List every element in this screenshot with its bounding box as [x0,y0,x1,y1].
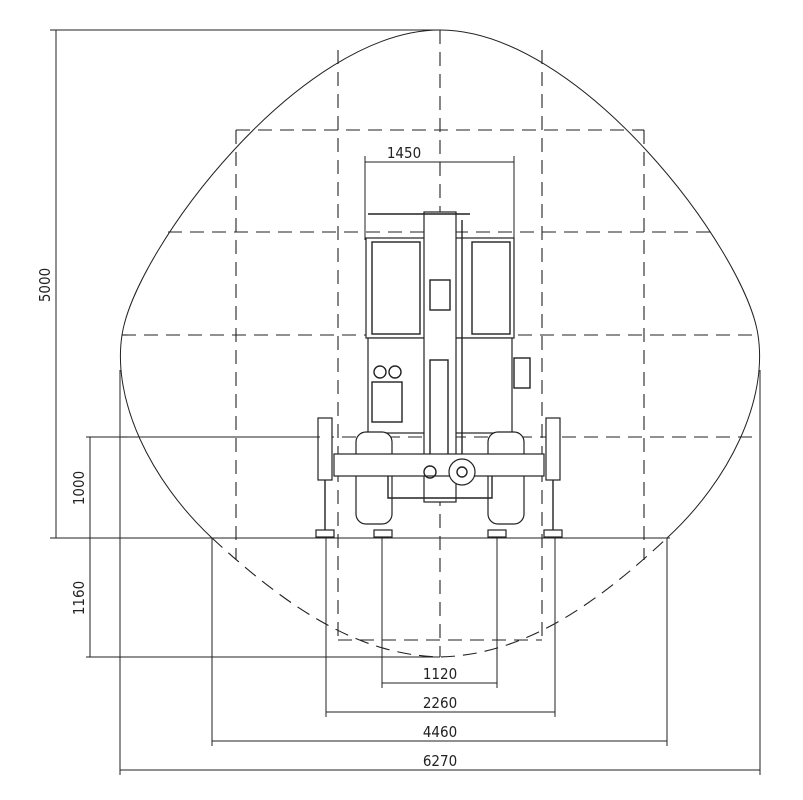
dim-label-1450: 1450 [387,144,421,162]
dim-mast-width: 1450 [364,144,515,240]
dim-below-ground: 1160 [70,538,440,658]
dim-4460: 4460 [211,538,668,746]
dim-label-1120: 1120 [423,665,457,683]
dim-total-height: 5000 [36,29,440,538]
dim-1120: 1120 [381,537,498,688]
dim-label-1160: 1160 [70,581,88,615]
below-ground-envelope [211,537,668,658]
dim-label-4460: 4460 [423,723,457,741]
dim-label-6270: 6270 [423,752,457,770]
dim-label-2260: 2260 [423,694,457,712]
dim-label-5000: 5000 [36,268,54,302]
dim-label-1000: 1000 [70,471,88,505]
dim-lower-height: 1000 [70,436,320,538]
drilling-rig [315,211,563,538]
dim-6270: 6270 [119,370,761,775]
dim-2260: 2260 [325,537,556,717]
